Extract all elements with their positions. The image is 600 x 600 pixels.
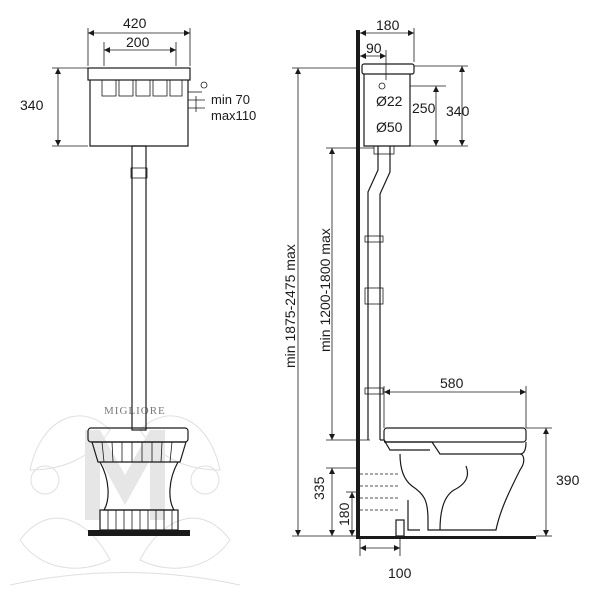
dim-bowl-length: 580 bbox=[440, 375, 464, 391]
dim-side-cistern-height: 340 bbox=[446, 103, 470, 119]
side-bowl-seat bbox=[383, 427, 527, 443]
cistern-panels bbox=[101, 79, 183, 97]
side-dimensions bbox=[292, 28, 552, 556]
inlet-icon bbox=[378, 82, 386, 90]
front-dimensions bbox=[52, 28, 191, 147]
wall-line bbox=[356, 30, 360, 538]
flush-handle-icon bbox=[200, 81, 208, 89]
dim-front-width-inner: 200 bbox=[126, 34, 150, 50]
dim-inlet-diameter: Ø22 bbox=[376, 93, 403, 109]
side-cistern-body bbox=[363, 74, 411, 147]
brand-watermark-text: MIGLIORE bbox=[104, 405, 166, 417]
flush-pipe bbox=[131, 145, 147, 431]
side-view bbox=[356, 30, 536, 539]
brand-watermark-logo bbox=[9, 415, 241, 586]
dim-floor-outlet-height: 180 bbox=[336, 502, 352, 526]
dim-side-depth: 180 bbox=[376, 17, 400, 33]
dim-flush-handle-min: min 70 bbox=[211, 92, 250, 107]
dim-outlet-height: 335 bbox=[311, 476, 327, 500]
dim-total-height: min 1875-2475 max bbox=[282, 244, 298, 368]
dim-inlet-height: 250 bbox=[412, 100, 436, 116]
dim-floor-outlet-distance: 100 bbox=[388, 565, 412, 581]
side-bowl-body bbox=[399, 453, 525, 531]
dim-bowl-height: 390 bbox=[556, 472, 580, 488]
floor-line bbox=[356, 536, 536, 539]
cistern-lid bbox=[87, 67, 191, 81]
dim-pipe-height: min 1200-1800 max bbox=[317, 228, 333, 352]
cistern-body bbox=[89, 80, 189, 147]
front-base-plinth bbox=[88, 530, 190, 536]
dim-front-cistern-height: 340 bbox=[20, 97, 44, 113]
side-cistern-lid bbox=[361, 63, 415, 75]
dim-outlet-diameter: Ø50 bbox=[376, 119, 403, 135]
dim-flush-handle-max: max110 bbox=[211, 108, 256, 123]
dim-front-width-total: 420 bbox=[123, 15, 147, 31]
dim-side-offset: 90 bbox=[366, 40, 382, 56]
front-view bbox=[87, 67, 208, 536]
